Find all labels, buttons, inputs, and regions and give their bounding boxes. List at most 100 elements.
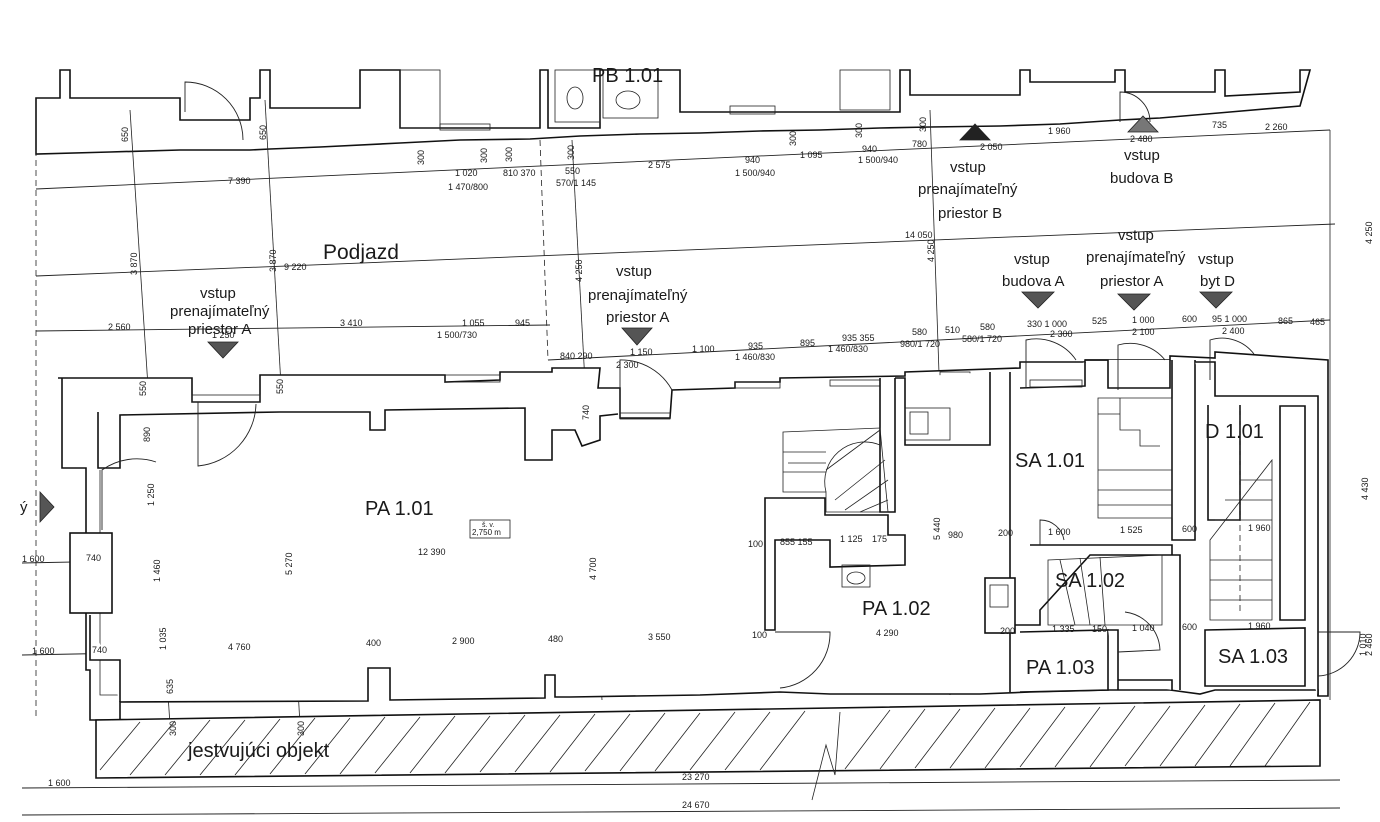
vstup-label-3: vstup: [950, 159, 986, 176]
entrance-labels: vstup prenajímateľný priestor A vstup pr…: [20, 147, 1235, 516]
level-note-sv: š. v.: [482, 522, 494, 529]
dim-3870b: 3 870: [268, 249, 278, 272]
dim-865: 865: [1278, 316, 1293, 326]
dim-2300a: 2 300: [616, 360, 639, 370]
dim-570-1145: 570/1 145: [556, 178, 596, 188]
priestor-b-label: priestor B: [938, 205, 1002, 222]
dim-810-370: 810 370: [503, 168, 536, 178]
dim-1250v: 1 250: [146, 483, 156, 506]
dim-3550: 3 550: [648, 632, 671, 642]
dim-480: 480: [548, 634, 563, 644]
dim-1100: 1 100: [692, 344, 715, 354]
priestor-a-label-1: priestor A: [188, 321, 251, 338]
entrance-marker-budova-a: [1021, 291, 1055, 309]
doors: [101, 337, 1361, 689]
dim-840-290: 840 290: [560, 351, 593, 361]
dim-1125: 1 125: [840, 534, 863, 544]
dim-465: 465: [1310, 317, 1325, 327]
dim-7390: 7 390: [228, 176, 251, 186]
dim-400: 400: [366, 638, 381, 648]
entrance-marker-a-mid: [621, 327, 653, 346]
dim-4760: 4 760: [228, 642, 251, 652]
entrance-marker-left-edge: [39, 490, 55, 524]
dim-1600a: 1 600: [22, 554, 45, 564]
dim-300e: 300: [788, 131, 798, 146]
priestor-a-label-6: priestor A: [1100, 273, 1163, 290]
dim-945: 945: [515, 318, 530, 328]
dim-940a: 940: [745, 155, 760, 165]
dim-2300b: 2 300: [1050, 329, 1073, 339]
prenaj-label-2: prenajímateľný: [588, 287, 688, 304]
dim-2260: 2 260: [1265, 122, 1288, 132]
vstup-label-7: vstup: [1198, 251, 1234, 268]
dim-5440: 5 440: [932, 517, 942, 540]
dim-980: 980: [948, 530, 963, 540]
level-note-value: 2,750 m: [472, 528, 501, 537]
existing-building-label: jestvujúci objekt: [187, 740, 330, 762]
dim-1460-830a: 1 460/830: [735, 352, 775, 362]
dim-635: 635: [165, 679, 175, 694]
budova-a-label: budova A: [1002, 273, 1065, 290]
dim-1960b: 1 960: [1248, 523, 1271, 533]
level-note-box: [469, 519, 511, 539]
dim-1500-940b: 1 500/940: [858, 155, 898, 165]
dim-525: 525: [1092, 316, 1107, 326]
internal-partitions: [764, 372, 1306, 693]
prenaj-label-3: prenajímateľný: [918, 181, 1018, 198]
dim-4290: 4 290: [876, 628, 899, 638]
dim-1960a: 1 960: [1048, 126, 1071, 136]
dim-855-155: 855 155: [780, 537, 813, 547]
dim-12390: 12 390: [418, 547, 446, 557]
dim-1000: 1 000: [1132, 315, 1155, 325]
dim-24670: 24 670: [682, 800, 710, 810]
dim-2480: 2 480: [1130, 134, 1153, 144]
dim-550a: 550: [138, 381, 148, 396]
entrance-marker-budova-b: [1127, 115, 1159, 133]
dim-4430: 4 430: [1360, 477, 1370, 500]
dim-1040: 1 040: [1132, 623, 1155, 633]
dim-935-355: 935 355: [842, 333, 875, 343]
dim-650b: 650: [258, 125, 268, 140]
dim-300a: 300: [416, 150, 426, 165]
dim-4250r: 4 250: [1364, 221, 1374, 244]
dim-1035: 1 035: [158, 627, 168, 650]
dim-1020: 1 020: [455, 168, 478, 178]
dim-980-1720a: 980/1 720: [900, 339, 940, 349]
dim-1600b: 1 600: [1048, 527, 1071, 537]
dim-3870a: 3 870: [129, 252, 139, 275]
dim-2050: 2 050: [980, 142, 1003, 152]
stairs: [782, 397, 1273, 626]
dim-2575: 2 575: [648, 160, 671, 170]
vstup-label-1: vstup: [200, 285, 236, 302]
top-wall-strip: [35, 69, 1312, 155]
dim-175: 175: [872, 534, 887, 544]
dim-3410: 3 410: [340, 318, 363, 328]
dim-550b: 550: [275, 379, 285, 394]
dim-1525: 1 525: [1120, 525, 1143, 535]
room-labels: PA 1.01 PA 1.02 PA 1.03 SA 1.01 SA 1.02 …: [187, 65, 1288, 762]
dim-150: 150: [1092, 624, 1107, 634]
dim-580a: 580: [912, 327, 927, 337]
dim-735: 735: [1212, 120, 1227, 130]
dim-1460-830b: 1 460/830: [828, 344, 868, 354]
budova-b-label: budova B: [1110, 170, 1173, 187]
podjazd-label: Podjazd: [323, 241, 399, 264]
dim-100a: 100: [748, 539, 763, 549]
room-pb101: PB 1.01: [592, 65, 663, 87]
dim-300g: 300: [168, 721, 178, 736]
dim-740v: 740: [581, 405, 591, 420]
entrance-markers: [39, 115, 1233, 524]
dim-4250a: 4 250: [574, 259, 584, 282]
dim-200a: 200: [998, 528, 1013, 538]
dim-1500-940a: 1 500/940: [735, 168, 775, 178]
dim-2100: 2 100: [1132, 327, 1155, 337]
vstup-label-2: vstup: [616, 263, 652, 280]
existing-building-hatch: [95, 699, 1321, 801]
dim-330-1000: 330 1 000: [1027, 319, 1067, 329]
dim-780: 780: [912, 139, 927, 149]
dim-5270: 5 270: [284, 552, 294, 575]
dim-23270: 23 270: [682, 772, 710, 782]
dim-1460: 1 460: [152, 559, 162, 582]
room-sa103: SA 1.03: [1218, 646, 1288, 668]
dim-1500-730: 1 500/730: [437, 330, 477, 340]
